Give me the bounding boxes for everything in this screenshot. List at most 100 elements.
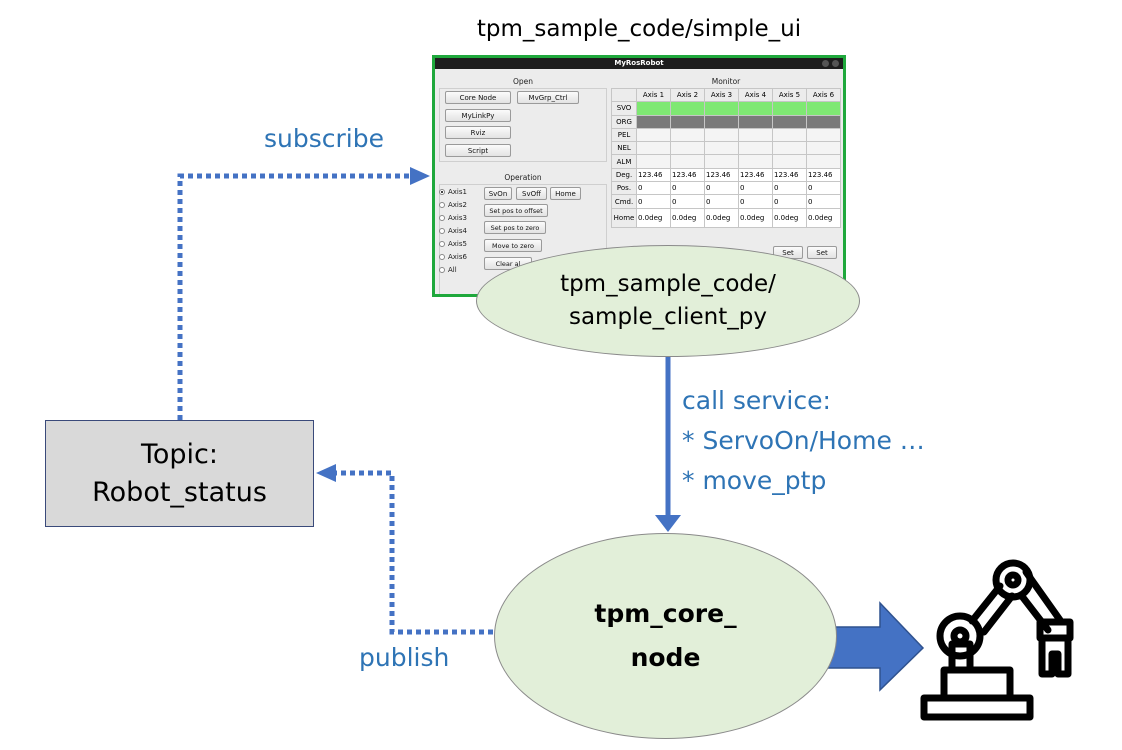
axis-label: Axis4 xyxy=(448,227,467,235)
move-to-zero-button[interactable]: Move to zero xyxy=(484,239,542,252)
minimize-icon[interactable] xyxy=(822,60,829,67)
radio-icon xyxy=(439,241,445,247)
monitor-section-label: Monitor xyxy=(711,77,741,86)
row-label: PEL xyxy=(611,127,637,143)
alm-row: ALM xyxy=(611,154,841,169)
operation-section-label: Operation xyxy=(504,173,542,182)
deg-row: Deg. 123.46 123.46 123.46 123.46 123.46 … xyxy=(611,167,841,183)
axis-label: Axis2 xyxy=(448,201,467,209)
deg-field: 123.46 xyxy=(738,167,773,183)
ui-caption: tpm_sample_code/simple_ui xyxy=(476,16,802,42)
pel-row: PEL xyxy=(611,127,841,143)
set-pos-offset-button[interactable]: Set pos to offset xyxy=(484,204,548,217)
cmd-field: 0 xyxy=(806,194,841,209)
axis-label: Axis6 xyxy=(448,253,467,261)
axis-radio-4[interactable]: Axis4 xyxy=(439,225,467,237)
svon-button[interactable]: SvOn xyxy=(484,187,512,200)
radio-icon xyxy=(439,228,445,234)
open-section-label: Open xyxy=(512,77,534,86)
publish-arrowhead xyxy=(316,464,336,482)
cmd-field: 0 xyxy=(670,194,705,209)
core-node-button[interactable]: Core Node xyxy=(445,91,511,104)
row-label: Deg. xyxy=(611,167,637,183)
axis-label: Axis1 xyxy=(448,188,467,196)
axis-radio-3[interactable]: Axis3 xyxy=(439,212,467,224)
col-header: Axis 4 xyxy=(738,87,773,103)
radio-icon xyxy=(439,254,445,260)
pos-field: 0 xyxy=(704,181,739,196)
deg-field: 123.46 xyxy=(772,167,807,183)
cmd-row: Cmd. 0 0 0 0 0 0 xyxy=(611,194,841,209)
home-offset-input[interactable]: 0.0deg xyxy=(670,207,705,228)
script-button[interactable]: Script xyxy=(445,144,511,157)
status-cell xyxy=(636,101,671,116)
svo-row: SVO xyxy=(611,101,841,116)
rviz-button[interactable]: Rviz xyxy=(445,126,511,139)
axis-radio-6[interactable]: Axis6 xyxy=(439,251,467,263)
cmd-field: 0 xyxy=(636,194,671,209)
status-cell xyxy=(806,127,841,143)
status-cell xyxy=(704,141,739,156)
monitor-table: Axis 1 Axis 2 Axis 3 Axis 4 Axis 5 Axis … xyxy=(611,87,841,228)
axis-radio-1[interactable]: Axis1 xyxy=(439,186,467,198)
status-cell xyxy=(704,127,739,143)
svoff-button[interactable]: SvOff xyxy=(516,187,547,200)
pos-field: 0 xyxy=(772,181,807,196)
axis-label: Axis3 xyxy=(448,214,467,222)
subscribe-label: subscribe xyxy=(264,124,384,153)
call-service-arrowhead xyxy=(655,515,681,532)
axis-radio-2[interactable]: Axis2 xyxy=(439,199,467,211)
axis-radio-all[interactable]: All xyxy=(439,264,457,276)
call-service-label: call service: xyxy=(682,386,831,415)
pos-field: 0 xyxy=(636,181,671,196)
publish-connector xyxy=(332,470,493,635)
topic-line2: Robot_status xyxy=(92,476,267,508)
topic-line1: Topic: xyxy=(140,438,218,470)
row-label: Cmd. xyxy=(611,194,637,209)
status-cell xyxy=(806,141,841,156)
status-cell xyxy=(670,114,705,129)
axis-label: Axis5 xyxy=(448,240,467,248)
status-cell xyxy=(738,114,773,129)
client-node: tpm_sample_code/ sample_client_py xyxy=(476,245,860,357)
service-item-1: * ServoOn/Home … xyxy=(682,426,925,455)
subscribe-arrowhead xyxy=(410,167,430,185)
axis-label: All xyxy=(448,266,457,274)
set-button-axis6[interactable]: Set xyxy=(807,246,837,259)
subscribe-connector xyxy=(177,173,414,420)
app-window: MyRosRobot Open Core Node MvGrp_Ctrl MyL… xyxy=(432,55,846,297)
core-node-line2: node xyxy=(630,643,701,672)
pos-field: 0 xyxy=(806,181,841,196)
core-node-line1: tpm_core_ xyxy=(594,599,737,628)
mvgrp-ctrl-button[interactable]: MvGrp_Ctrl xyxy=(517,91,579,104)
row-label: Home xyxy=(611,207,637,228)
status-cell xyxy=(738,127,773,143)
col-header: Axis 3 xyxy=(704,87,739,103)
close-icon[interactable] xyxy=(832,60,839,67)
status-cell xyxy=(772,141,807,156)
home-offset-input[interactable]: 0.0deg xyxy=(806,207,841,228)
radio-selected-icon xyxy=(439,189,445,195)
home-offset-input[interactable]: 0.0deg xyxy=(704,207,739,228)
home-button[interactable]: Home xyxy=(550,187,581,200)
radio-icon xyxy=(439,202,445,208)
window-title: MyRosRobot xyxy=(614,59,664,67)
core-node: tpm_core_ node xyxy=(494,533,837,739)
status-cell xyxy=(704,154,739,169)
axis-radio-5[interactable]: Axis5 xyxy=(439,238,467,250)
pos-field: 0 xyxy=(738,181,773,196)
mylinkpy-button[interactable]: MyLinkPy xyxy=(445,109,511,122)
topic-box: Topic: Robot_status xyxy=(45,420,314,527)
deg-field: 123.46 xyxy=(636,167,671,183)
cmd-field: 0 xyxy=(738,194,773,209)
window-titlebar: MyRosRobot xyxy=(435,58,843,69)
row-label: Pos. xyxy=(611,181,637,196)
publish-label: publish xyxy=(359,643,450,672)
status-cell xyxy=(670,127,705,143)
client-node-line1: tpm_sample_code/ xyxy=(560,271,776,297)
set-pos-zero-button[interactable]: Set pos to zero xyxy=(484,221,546,234)
radio-icon xyxy=(439,267,445,273)
radio-icon xyxy=(439,215,445,221)
client-node-line2: sample_client_py xyxy=(568,304,767,330)
